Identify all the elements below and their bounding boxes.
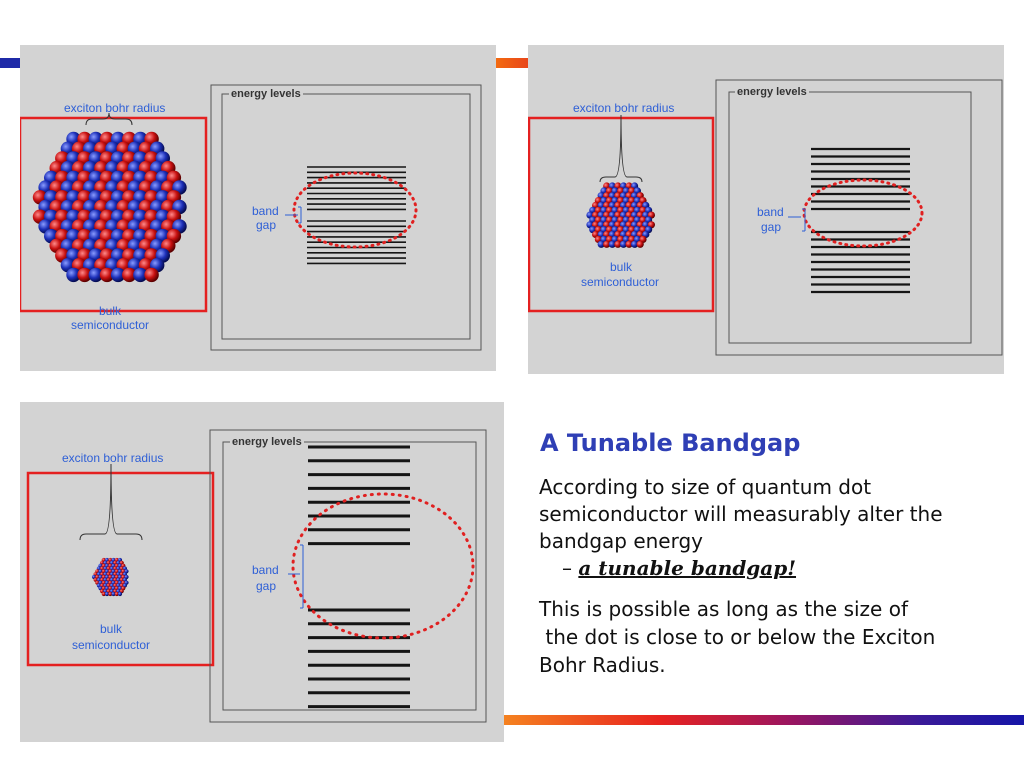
band-gap-label-line1: band <box>252 204 279 218</box>
band-gap-label-line2: gap <box>761 220 782 234</box>
atom-sphere <box>625 240 633 248</box>
atom-sphere <box>608 240 616 248</box>
bracket <box>85 112 133 126</box>
atom-sphere <box>110 267 126 283</box>
energy-levels-title: energy levels <box>735 86 809 98</box>
band-gap-label-line1: band <box>757 205 784 219</box>
bulk-semiconductor-label-line2: semiconductor <box>71 318 150 332</box>
atom-sphere <box>66 267 81 283</box>
atom-sphere <box>122 267 137 283</box>
energy-level-lines <box>308 445 410 709</box>
band-gap-ellipse <box>292 171 418 249</box>
atom-sphere <box>636 240 644 248</box>
energy-levels-title: energy levels <box>229 88 303 100</box>
outer-frame <box>209 429 487 723</box>
band-gap-ellipse <box>291 492 475 640</box>
atom-sphere <box>104 591 110 597</box>
band-gap-label-line2: gap <box>256 218 277 232</box>
decorative-bar-left <box>0 58 22 68</box>
exciton-bohr-radius-label: exciton bohr radius <box>64 101 166 115</box>
inner-frame <box>728 91 972 344</box>
nanocrystal-large <box>32 131 187 283</box>
band-gap-pointer <box>288 544 304 609</box>
bulk-semiconductor-label-line1: bulk <box>100 622 123 636</box>
paragraph-1-line-1: According to size of quantum dot <box>539 475 872 499</box>
paragraph-1-line-3: bandgap energy <box>539 529 704 553</box>
atom-sphere <box>614 240 622 248</box>
outer-frame <box>715 79 1003 356</box>
atom-sphere <box>77 267 92 283</box>
highlight-box <box>20 116 208 313</box>
atom-sphere <box>101 591 106 597</box>
exciton-bohr-radius-label: exciton bohr radius <box>573 101 675 115</box>
paragraph-2-line-1: This is possible as long as the size of <box>539 597 908 621</box>
diagram-panel-medium-dot: exciton bohr radius energy levels band g… <box>528 45 1004 374</box>
atom-sphere <box>108 591 113 597</box>
bracket <box>79 463 143 541</box>
band-gap-pointer <box>788 208 806 232</box>
decorative-bar-middle <box>496 58 528 68</box>
inner-frame <box>222 441 477 711</box>
panel-3-graphics <box>26 429 487 723</box>
atom-sphere <box>603 240 611 248</box>
paragraph-2-line-2: the dot is close to or below the Exciton <box>539 625 936 649</box>
inner-frame <box>221 93 471 340</box>
diagram-panel-large-dot: exciton bohr radius energy levels band g… <box>20 45 496 371</box>
bulk-semiconductor-label-line1: bulk <box>99 304 122 318</box>
atom-sphere <box>619 240 628 248</box>
atom-sphere <box>111 591 116 597</box>
band-gap-label-line1: band <box>252 563 279 577</box>
paragraph-1-line-2: semiconductor will measurably alter the <box>539 502 943 526</box>
atom-sphere <box>114 591 119 597</box>
slide-title: A Tunable Bandgap <box>540 429 801 457</box>
bracket <box>599 114 643 183</box>
atom-sphere <box>117 591 123 597</box>
diagram-panel-small-dot: exciton bohr radius energy levels band g… <box>20 402 504 742</box>
outer-frame <box>210 84 482 351</box>
decorative-bar-bottom <box>504 715 1024 725</box>
nanocrystal-medium <box>586 182 655 248</box>
panel-1-graphics <box>20 84 482 351</box>
energy-level-lines <box>307 166 406 265</box>
exciton-bohr-radius-label: exciton bohr radius <box>62 451 164 465</box>
atom-sphere <box>144 267 159 283</box>
energy-level-lines <box>811 147 910 294</box>
band-gap-label-line2: gap <box>256 579 277 593</box>
nanocrystal-small <box>91 557 129 597</box>
atom-sphere <box>99 267 115 283</box>
sub-bullet: – a tunable bandgap! <box>562 555 796 582</box>
highlight-box <box>26 471 215 667</box>
energy-levels-title: energy levels <box>230 436 304 448</box>
bulk-semiconductor-label-line1: bulk <box>610 260 633 274</box>
atom-sphere <box>597 240 605 248</box>
bulk-semiconductor-label-line2: semiconductor <box>72 638 151 652</box>
bullet-dash: – <box>562 556 572 580</box>
atom-sphere <box>133 267 148 283</box>
band-gap-pointer <box>285 206 302 224</box>
atom-sphere <box>631 240 639 248</box>
atom-sphere <box>88 267 104 283</box>
paragraph-2-line-3: Bohr Radius. <box>539 653 666 677</box>
band-gap-ellipse <box>802 178 924 248</box>
bulk-semiconductor-label-line2: semiconductor <box>581 275 660 289</box>
tunable-bandgap-emphasis: a tunable bandgap! <box>578 556 797 580</box>
panel-2-graphics <box>528 79 1003 356</box>
